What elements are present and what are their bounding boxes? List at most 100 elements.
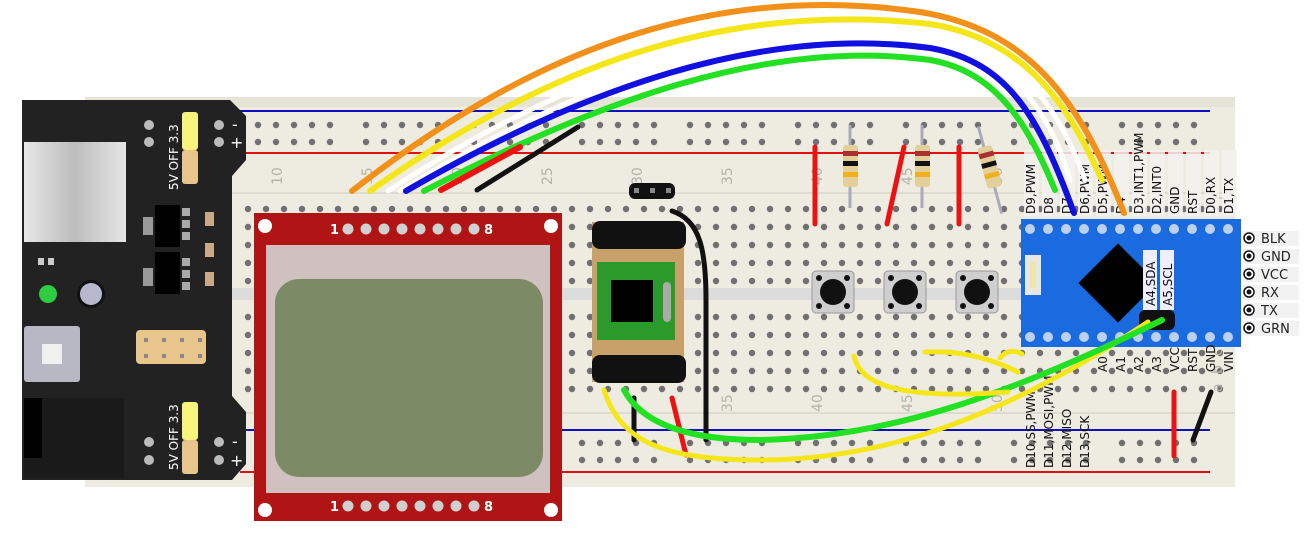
rail-hole[interactable] — [956, 121, 964, 129]
rail-hole[interactable] — [938, 138, 946, 146]
rail-hole[interactable] — [290, 138, 298, 146]
breadboard-hole[interactable] — [1216, 385, 1224, 393]
breadboard-hole[interactable] — [712, 331, 720, 339]
rail-hole[interactable] — [632, 456, 640, 464]
breadboard-hole[interactable] — [730, 367, 738, 375]
breadboard-hole[interactable] — [244, 367, 252, 375]
rail-hole[interactable] — [1118, 121, 1126, 129]
breadboard-hole[interactable] — [244, 259, 252, 267]
rail-hole[interactable] — [866, 439, 874, 447]
breadboard-hole[interactable] — [910, 367, 918, 375]
push-button-3[interactable] — [955, 270, 999, 314]
breadboard-hole[interactable] — [712, 223, 720, 231]
rail-hole[interactable] — [1010, 439, 1018, 447]
rail-hole[interactable] — [380, 138, 388, 146]
breadboard-hole[interactable] — [1162, 349, 1170, 357]
breadboard-hole[interactable] — [244, 313, 252, 321]
breadboard-hole[interactable] — [1162, 385, 1170, 393]
breadboard-hole[interactable] — [694, 259, 702, 267]
breadboard-hole[interactable] — [1216, 349, 1224, 357]
breadboard-hole[interactable] — [1072, 385, 1080, 393]
top-voltage-jumper[interactable] — [182, 112, 198, 150]
breadboard-hole[interactable] — [1144, 349, 1152, 357]
rail-hole[interactable] — [722, 138, 730, 146]
rail-hole[interactable] — [920, 456, 928, 464]
rail-hole[interactable] — [1136, 456, 1144, 464]
breadboard-hole[interactable] — [982, 205, 990, 213]
rail-hole[interactable] — [974, 439, 982, 447]
rail-hole[interactable] — [794, 439, 802, 447]
rail-hole[interactable] — [416, 121, 424, 129]
rail-hole[interactable] — [920, 439, 928, 447]
breadboard-hole[interactable] — [928, 313, 936, 321]
breadboard-hole[interactable] — [730, 277, 738, 285]
rail-hole[interactable] — [938, 121, 946, 129]
breadboard-hole[interactable] — [874, 205, 882, 213]
rail-hole[interactable] — [596, 121, 604, 129]
breadboard-hole[interactable] — [946, 331, 954, 339]
rail-hole[interactable] — [254, 121, 262, 129]
rail-hole[interactable] — [596, 439, 604, 447]
breadboard-hole[interactable] — [334, 205, 342, 213]
rail-hole[interactable] — [308, 138, 316, 146]
rail-hole[interactable] — [308, 121, 316, 129]
rail-hole[interactable] — [290, 121, 298, 129]
rail-hole[interactable] — [632, 121, 640, 129]
breadboard-hole[interactable] — [1180, 385, 1188, 393]
breadboard-hole[interactable] — [964, 331, 972, 339]
breadboard-hole[interactable] — [568, 367, 576, 375]
breadboard-hole[interactable] — [550, 205, 558, 213]
breadboard-hole[interactable] — [784, 367, 792, 375]
breadboard-hole[interactable] — [982, 223, 990, 231]
breadboard-hole[interactable] — [676, 205, 684, 213]
breadboard-hole[interactable] — [856, 313, 864, 321]
breadboard-hole[interactable] — [982, 313, 990, 321]
breadboard-hole[interactable] — [964, 205, 972, 213]
breadboard-hole[interactable] — [1216, 367, 1224, 375]
rail-hole[interactable] — [272, 138, 280, 146]
breadboard-hole[interactable] — [694, 331, 702, 339]
breadboard-hole[interactable] — [946, 277, 954, 285]
breadboard-hole[interactable] — [802, 241, 810, 249]
rail-hole[interactable] — [596, 456, 604, 464]
breadboard-hole[interactable] — [586, 277, 594, 285]
breadboard-hole[interactable] — [658, 205, 666, 213]
rail-hole[interactable] — [830, 138, 838, 146]
breadboard-hole[interactable] — [946, 205, 954, 213]
breadboard-hole[interactable] — [784, 277, 792, 285]
rail-hole[interactable] — [956, 138, 964, 146]
breadboard-hole[interactable] — [586, 367, 594, 375]
breadboard-hole[interactable] — [586, 241, 594, 249]
rail-hole[interactable] — [650, 138, 658, 146]
breadboard-hole[interactable] — [784, 331, 792, 339]
breadboard-hole[interactable] — [1144, 385, 1152, 393]
breadboard-hole[interactable] — [568, 205, 576, 213]
breadboard-hole[interactable] — [820, 241, 828, 249]
breadboard-hole[interactable] — [748, 277, 756, 285]
breadboard-hole[interactable] — [514, 205, 522, 213]
rail-hole[interactable] — [902, 138, 910, 146]
breadboard-hole[interactable] — [586, 223, 594, 231]
breadboard-hole[interactable] — [982, 349, 990, 357]
rail-hole[interactable] — [362, 138, 370, 146]
breadboard-hole[interactable] — [838, 385, 846, 393]
breadboard-hole[interactable] — [568, 313, 576, 321]
breadboard-hole[interactable] — [1090, 385, 1098, 393]
breadboard-hole[interactable] — [874, 367, 882, 375]
breadboard-hole[interactable] — [730, 349, 738, 357]
breadboard-hole[interactable] — [802, 349, 810, 357]
breadboard-hole[interactable] — [856, 277, 864, 285]
breadboard-hole[interactable] — [1054, 385, 1062, 393]
breadboard-hole[interactable] — [1000, 277, 1008, 285]
breadboard-hole[interactable] — [1036, 349, 1044, 357]
breadboard-hole[interactable] — [874, 259, 882, 267]
breadboard-hole[interactable] — [748, 205, 756, 213]
rail-hole[interactable] — [1118, 138, 1126, 146]
rail-hole[interactable] — [1190, 138, 1198, 146]
breadboard-hole[interactable] — [712, 367, 720, 375]
breadboard-hole[interactable] — [586, 313, 594, 321]
rail-hole[interactable] — [578, 456, 586, 464]
breadboard-hole[interactable] — [910, 241, 918, 249]
breadboard-hole[interactable] — [586, 349, 594, 357]
breadboard-hole[interactable] — [604, 205, 612, 213]
